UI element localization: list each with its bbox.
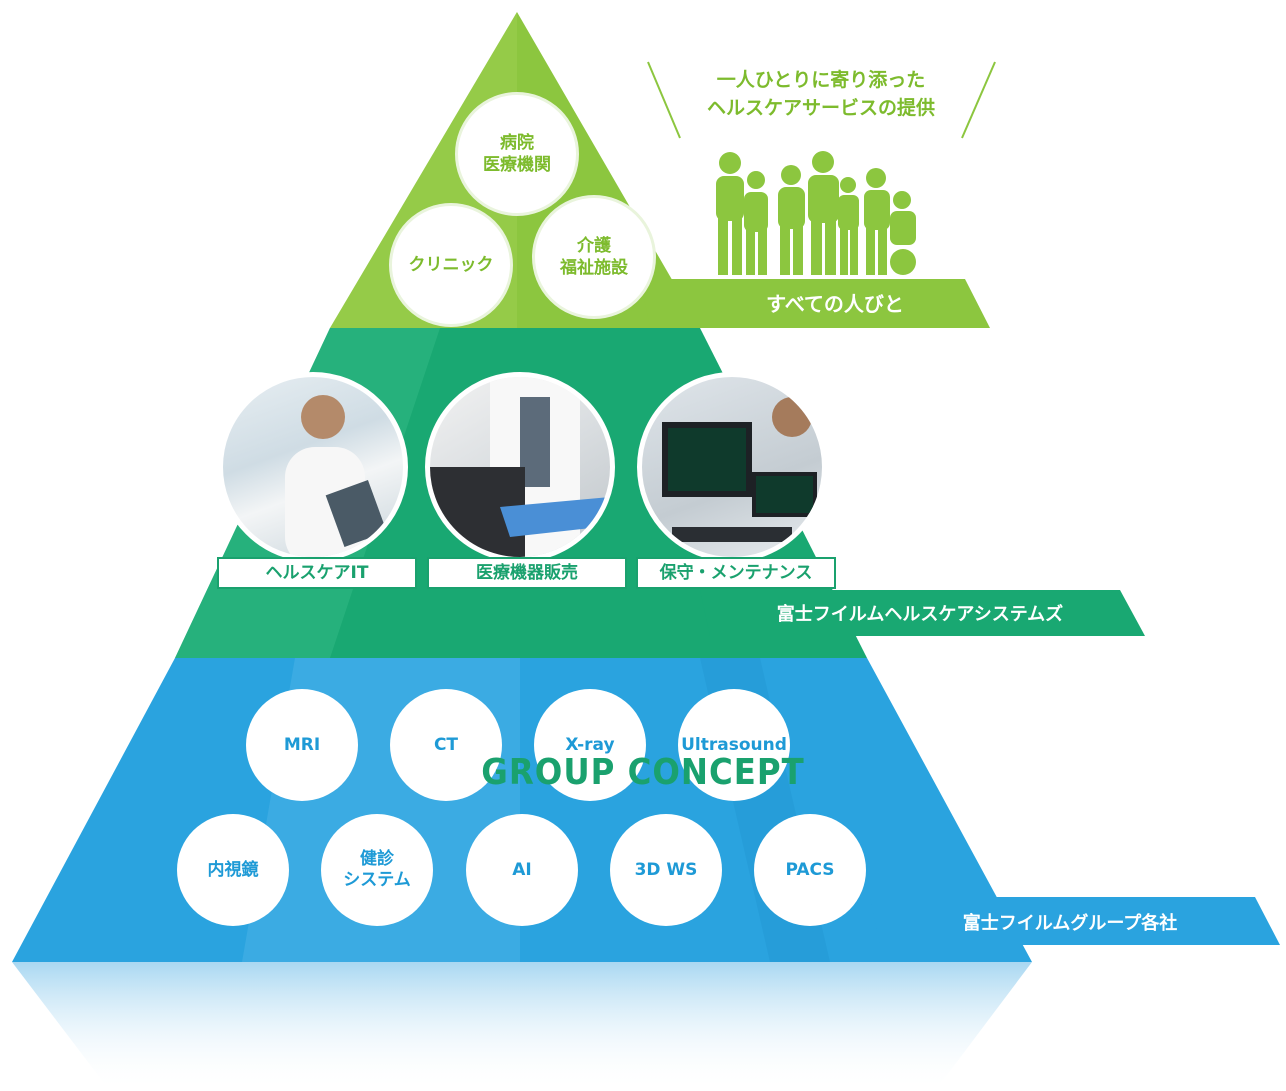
circle-clinic-label: クリニック	[408, 255, 494, 275]
circle-health-check-system: 健診 システム	[321, 814, 433, 926]
circle-xray: X-ray	[534, 689, 646, 801]
photo-maintenance	[637, 372, 827, 562]
circle-hospital: 病院 医療機関	[455, 92, 579, 216]
circle-ct: CT	[390, 689, 502, 801]
band-middle-label: 富士フイルムヘルスケアシステムズ	[776, 604, 1064, 625]
tagline-slash-left	[647, 61, 681, 139]
circle-ai: AI	[466, 814, 578, 926]
circle-care-facility: 介護 福祉施設	[532, 195, 656, 319]
band-bottom	[870, 897, 1280, 945]
band-top-label: すべての人びと	[766, 292, 904, 316]
label-healthcare-it: ヘルスケアIT	[217, 557, 417, 589]
pyramid-reflection	[12, 962, 1032, 1091]
band-bottom-label: 富士フイルムグループ各社	[962, 913, 1178, 934]
photo-healthcare-it	[218, 372, 408, 562]
circle-ultrasound: Ultrasound	[678, 689, 790, 801]
tagline-slash-right	[961, 61, 996, 139]
tagline-line-2: ヘルスケアサービスの提供	[706, 97, 935, 119]
label-equipment-sales: 医療機器販売	[427, 557, 627, 589]
circle-3dws: 3D WS	[610, 814, 722, 926]
label-maintenance: 保守・メンテナンス	[636, 557, 836, 589]
circle-mri: MRI	[246, 689, 358, 801]
circle-endoscope: 内視鏡	[177, 814, 289, 926]
people-silhouette-icon	[716, 151, 916, 275]
circle-clinic: クリニック	[389, 203, 513, 327]
circle-care-facility-label: 介護 福祉施設	[560, 236, 628, 278]
circle-pacs: PACS	[754, 814, 866, 926]
footer-title: GROUP CONCEPT	[481, 752, 805, 793]
band-middle	[700, 590, 1145, 636]
photo-medical-equipment-sales	[425, 372, 615, 562]
tagline-line-1: 一人ひとりに寄り添った	[716, 69, 926, 91]
band-top	[640, 279, 990, 328]
circle-hospital-label: 病院 医療機関	[483, 133, 551, 175]
tagline: 一人ひとりに寄り添った ヘルスケアサービスの提供	[668, 66, 974, 122]
